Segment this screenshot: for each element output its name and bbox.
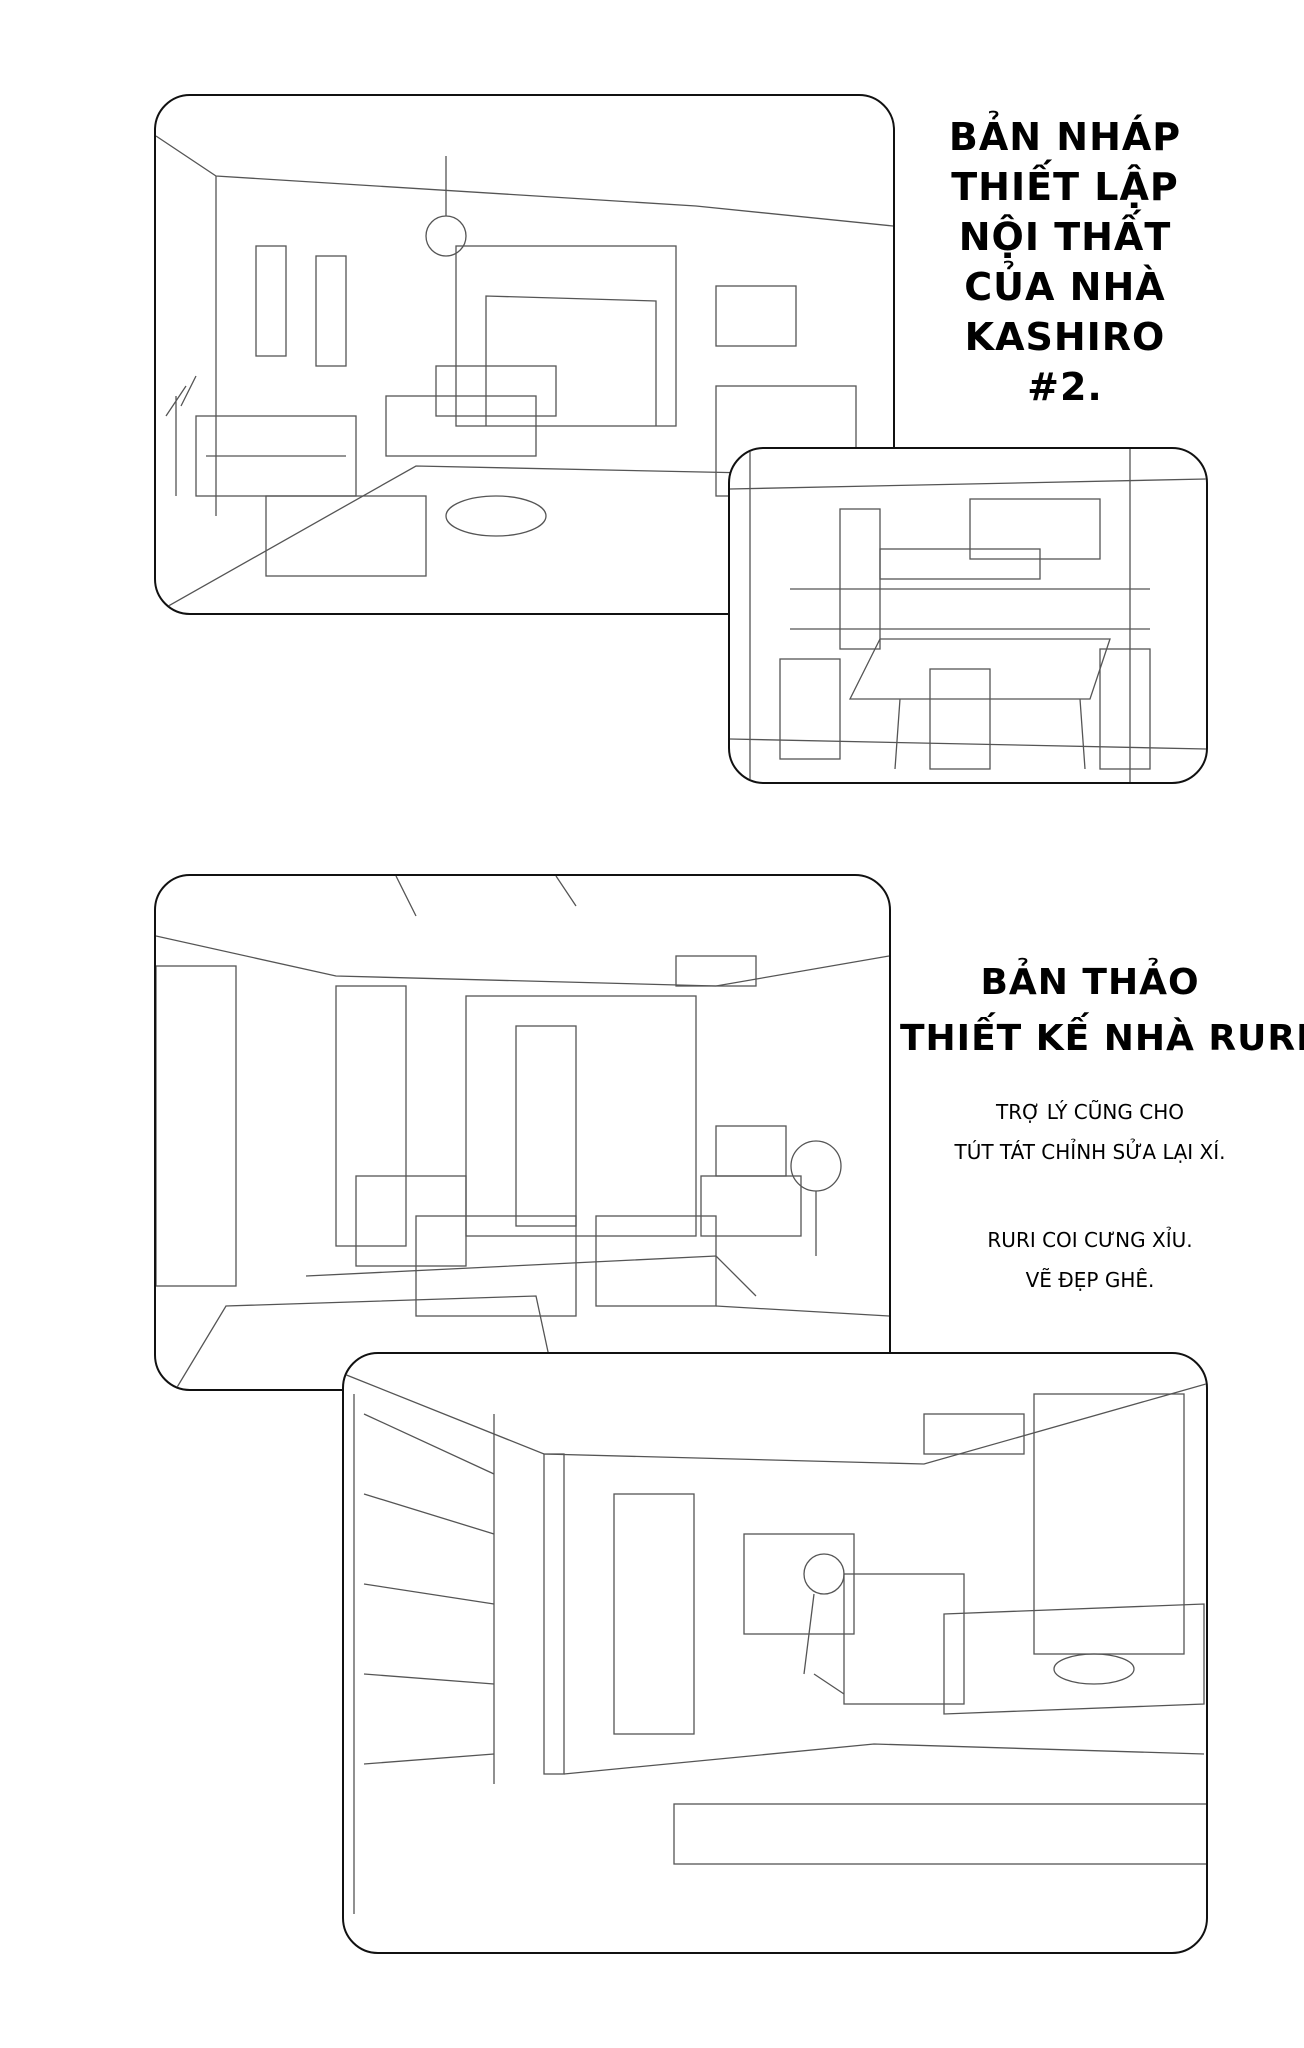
- title-line: NỘI THẤT: [958, 215, 1172, 259]
- ruri-bedroom-drawing: [344, 1373, 1206, 1914]
- section-title-kashiro: BẢN NHÁP THIẾT LẬP NỘI THẤT CỦA NHÀ KASH…: [900, 112, 1230, 412]
- title-line: THIẾT KẾ NHÀ RURI.: [900, 1018, 1304, 1059]
- section-title-ruri: BẢN THẢO THIẾT KẾ NHÀ RURI.: [900, 955, 1304, 1067]
- note-line: TRỢ LÝ CŨNG CHO: [996, 1100, 1184, 1124]
- title-line: KASHIRO: [964, 315, 1166, 359]
- ruri-living-room-drawing: [156, 876, 889, 1389]
- note-line: VẼ ĐẸP GHÊ.: [1025, 1268, 1155, 1292]
- title-line: THIẾT LẬP: [951, 165, 1179, 209]
- title-line: CỦA NHÀ: [964, 265, 1166, 309]
- panel-ruri-bedroom-sketch: [342, 1352, 1208, 1954]
- living-room-drawing: [156, 135, 893, 613]
- note-line: TÚT TÁT CHỈNH SỬA LẠI XÍ.: [954, 1140, 1226, 1164]
- title-line: #2.: [1027, 365, 1103, 409]
- panel-ruri-living-room-sketch: [154, 874, 891, 1391]
- panel-living-room-sketch: [154, 94, 895, 615]
- title-line: BẢN NHÁP: [948, 115, 1182, 159]
- panel-kitchen-sketch: [728, 447, 1208, 784]
- section-note-ruri: TRỢ LÝ CŨNG CHO TÚT TÁT CHỈNH SỬA LẠI XÍ…: [920, 1092, 1260, 1300]
- kitchen-drawing: [730, 449, 1206, 782]
- title-line: BẢN THẢO: [980, 962, 1200, 1003]
- note-line: RURI COI CƯNG XỈU.: [987, 1228, 1193, 1252]
